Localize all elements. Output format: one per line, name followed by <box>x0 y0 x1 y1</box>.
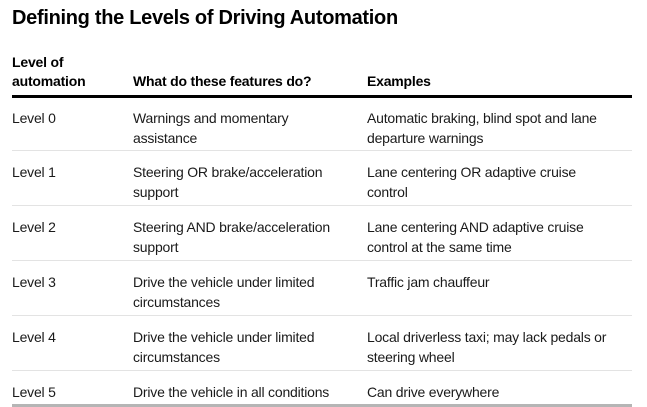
level-cell: Level 4 <box>12 329 56 345</box>
examples-cell: Local driverless taxi; may lack pedals o… <box>367 329 607 365</box>
figure-title: Defining the Levels of Driving Automatio… <box>12 7 398 29</box>
examples-cell: Can drive everywhere <box>367 384 500 400</box>
table-row-level-5: Level 5 Drive the vehicle in all conditi… <box>12 370 632 404</box>
column-header-what-features-do: What do these features do? <box>133 73 312 89</box>
table-row-level-0: Level 0 Warnings and momentary assistanc… <box>12 98 632 150</box>
column-header-level-of-automation: Level of automation <box>12 54 86 89</box>
level-cell: Level 1 <box>12 164 56 180</box>
level-cell: Level 5 <box>12 384 56 400</box>
table-header-row: Level of automation What do these featur… <box>12 53 632 98</box>
features-cell: Drive the vehicle in all conditions <box>133 384 330 400</box>
level-cell: Level 2 <box>12 219 56 235</box>
features-cell: Drive the vehicle under limited circumst… <box>133 329 315 365</box>
bottom-rule-cutoff <box>12 404 632 407</box>
table-row-level-2: Level 2 Steering AND brake/acceleration … <box>12 205 632 260</box>
features-cell: Steering OR brake/acceleration support <box>133 164 323 200</box>
examples-cell: Traffic jam chauffeur <box>367 274 490 290</box>
examples-cell: Automatic braking, blind spot and lane d… <box>367 110 597 146</box>
examples-cell: Lane centering AND adaptive cruise contr… <box>367 219 584 255</box>
level-cell: Level 0 <box>12 110 56 126</box>
examples-cell: Lane centering OR adaptive cruise contro… <box>367 164 576 200</box>
features-cell: Drive the vehicle under limited circumst… <box>133 274 315 310</box>
table-row-level-3: Level 3 Drive the vehicle under limited … <box>12 260 632 315</box>
features-cell: Steering AND brake/acceleration support <box>133 219 330 255</box>
driving-automation-table-figure: Defining the Levels of Driving Automatio… <box>12 7 632 407</box>
table-row-level-1: Level 1 Steering OR brake/acceleration s… <box>12 150 632 205</box>
level-cell: Level 3 <box>12 274 56 290</box>
column-header-examples: Examples <box>367 73 431 89</box>
table-row-level-4: Level 4 Drive the vehicle under limited … <box>12 315 632 370</box>
features-cell: Warnings and momentary assistance <box>133 110 289 146</box>
